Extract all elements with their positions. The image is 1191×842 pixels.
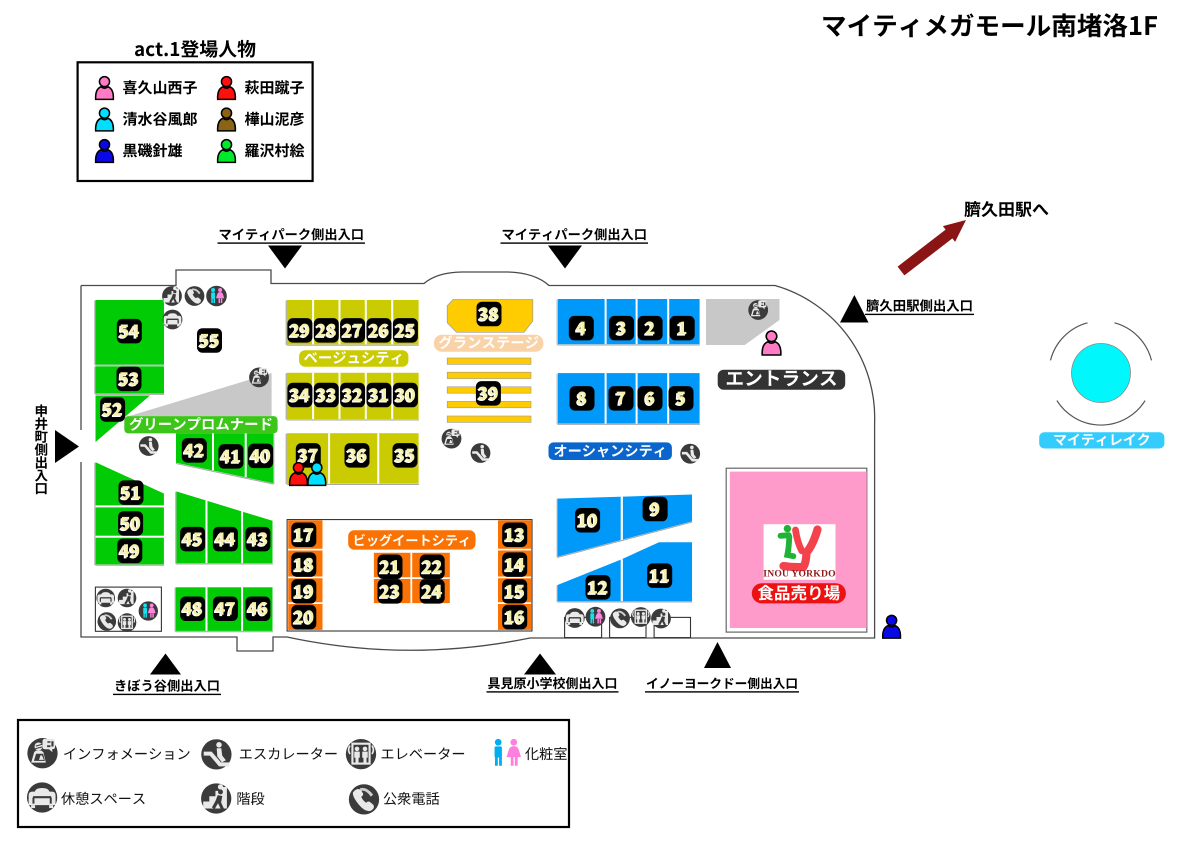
svg-text:INOU YORKDO: INOU YORKDO — [763, 569, 835, 580]
